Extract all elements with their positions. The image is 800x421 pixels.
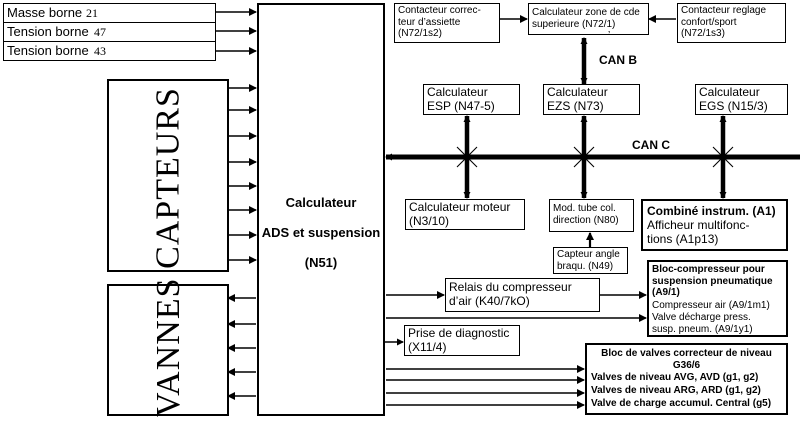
egs-box: Calculateur EGS (N15/3) — [695, 84, 788, 115]
masse-label: Masse borne — [7, 5, 83, 20]
relais-text: Relais du compresseur d’air (K40/7kO) — [449, 280, 572, 308]
combine-sub: Afficheur multifonc- tions (A1p13) — [647, 218, 750, 246]
ezs-text: Calculateur EZS (N73) — [547, 85, 608, 113]
ezs-box: Calculateur EZS (N73) — [543, 84, 640, 115]
bloc-valves-title: Bloc de valves correcteur de niveau G36/… — [601, 348, 772, 371]
bloc-valves-l3: Valve de charge accumul. Central (g5) — [591, 398, 772, 409]
vannes-box: VANNES — [107, 277, 229, 417]
bloc-comp-title: Bloc-compresseur pour suspension pneumat… — [652, 264, 773, 298]
tick-mark: ’ — [608, 30, 611, 41]
esp-box: Calculateur ESP (N47-5) — [423, 84, 520, 115]
combine-title: Combiné instrum. (A1) — [647, 204, 776, 218]
tension43-num: 43 — [94, 44, 106, 58]
can-c-label: CAN C — [632, 138, 670, 152]
capteurs-box: CAPTEURS — [107, 79, 229, 272]
tension47-num: 47 — [94, 25, 106, 39]
capteurs-label: CAPTEURS — [149, 87, 187, 269]
assiette-box: Contacteur correc- teur d’assiette (N72/… — [394, 3, 500, 43]
bloc-compresseur-box: Bloc-compresseur pour suspension pneumat… — [647, 260, 788, 337]
bloc-valves-box: Bloc de valves correcteur de niveau G36/… — [585, 343, 788, 415]
tube-box: Mod. tube col. direction (N80) — [549, 199, 634, 232]
input-box-tension43: Tension borne 43 — [3, 41, 216, 61]
reglage-text: Contacteur reglage confort/sport (N72/1s… — [681, 5, 767, 39]
diagnostic-text: Prise de diagnostic (X11/4) — [408, 326, 510, 354]
combine-box: Combiné instrum. (A1) Afficheur multifon… — [641, 199, 788, 251]
zone-text: Calculateur zone de cde superieure (N72/… — [532, 7, 640, 30]
reglage-box: Contacteur reglage confort/sport (N72/1s… — [677, 3, 786, 43]
bloc-comp-l2: Valve décharge press. susp. pneum. (A9/1… — [652, 312, 753, 335]
ads-line2: ADS et suspension — [261, 224, 381, 240]
bloc-comp-l1: Compresseur air (A9/1m1) — [652, 300, 770, 311]
tension43-label: Tension borne — [7, 43, 89, 58]
vannes-label: VANNES — [150, 277, 187, 417]
egs-text: Calculateur EGS (N15/3) — [699, 85, 768, 113]
moteur-box: Calculateur moteur (N3/10) — [405, 199, 525, 230]
assiette-text: Contacteur correc- teur d’assiette (N72/… — [398, 5, 481, 39]
tension47-label: Tension borne — [7, 24, 89, 39]
relais-box: Relais du compresseur d’air (K40/7kO) — [445, 278, 600, 312]
can-b-label: CAN B — [599, 53, 637, 67]
moteur-text: Calculateur moteur (N3/10) — [409, 200, 511, 228]
tube-text: Mod. tube col. direction (N80) — [553, 203, 619, 226]
ads-line1: Calculateur — [285, 194, 357, 210]
zone-box: Calculateur zone de cde superieure (N72/… — [528, 3, 649, 35]
ads-calculator-box: Calculateur ADS et suspension (N51) — [257, 3, 385, 416]
input-box-masse: Masse borne 21 — [3, 3, 216, 23]
angle-text: Capteur angle braqu. (N49) — [557, 249, 620, 272]
diagnostic-box: Prise de diagnostic (X11/4) — [404, 325, 520, 356]
bloc-valves-l2: Valves de niveau ARG, ARD (g1, g2) — [591, 385, 761, 396]
ads-line3: (N51) — [304, 254, 338, 270]
bloc-valves-l1: Valves de niveau AVG, AVD (g1, g2) — [591, 372, 759, 383]
masse-num: 21 — [86, 6, 98, 20]
esp-text: Calculateur ESP (N47-5) — [427, 85, 495, 113]
angle-box: Capteur angle braqu. (N49) — [553, 247, 628, 274]
input-box-tension47: Tension borne 47 — [3, 22, 216, 42]
